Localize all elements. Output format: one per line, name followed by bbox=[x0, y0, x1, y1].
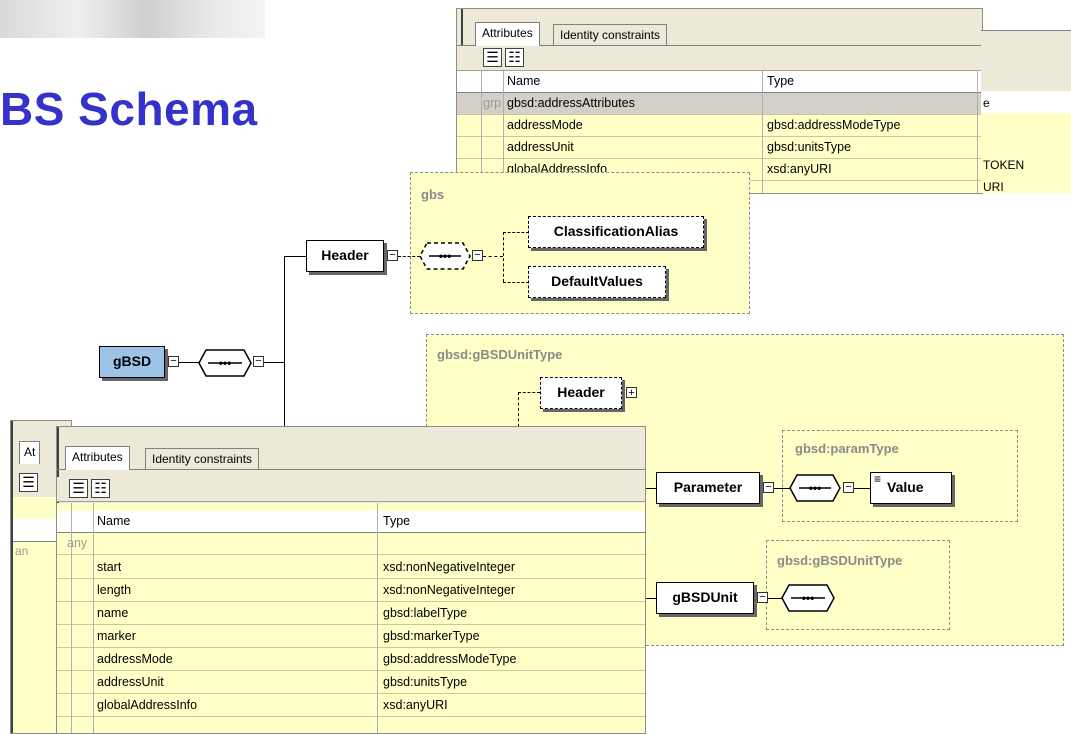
group-row[interactable]: grp gbsd:addressAttributes bbox=[457, 93, 982, 115]
table-row[interactable]: marker gbsd:markerType bbox=[57, 626, 645, 648]
defaultvalues-element[interactable]: DefaultValues bbox=[528, 266, 666, 298]
table-row[interactable]: addressUnit gbsd:unitsType bbox=[57, 672, 645, 694]
attribute-type: gbsd:addressModeType bbox=[767, 118, 901, 132]
root-element-gbsd[interactable]: gBSD bbox=[99, 346, 165, 378]
any-label: any bbox=[67, 536, 88, 550]
append-attribute-icon[interactable]: ☰ bbox=[483, 48, 502, 67]
attribute-name: name bbox=[97, 606, 129, 620]
bottom-attributes-grid: Name Type any start xsd:nonNegativeInteg… bbox=[57, 503, 645, 733]
column-header-type: Type bbox=[767, 74, 795, 88]
attribute-type: gbsd:markerType bbox=[383, 629, 480, 643]
header-element[interactable]: Header bbox=[306, 240, 384, 272]
attribute-name: addressMode bbox=[97, 652, 173, 666]
behind-fragment: URI bbox=[983, 180, 1004, 194]
collapse-icon[interactable]: − bbox=[387, 250, 398, 261]
attribute-type: xsd:nonNegativeInteger bbox=[383, 583, 516, 597]
tab-attributes[interactable]: Attributes bbox=[475, 22, 540, 46]
value-element[interactable]: ≡ Value bbox=[870, 472, 952, 504]
top-attributes-window: Attributes Identity constraints ☰ ☷ Name… bbox=[456, 8, 983, 194]
behind-fragment: TOKEN bbox=[983, 158, 1025, 172]
group-prefix: grp bbox=[483, 96, 502, 110]
behind-tab: At bbox=[19, 441, 41, 464]
sequence-dots: ••• bbox=[219, 356, 232, 370]
behind-fragment: e bbox=[983, 96, 990, 110]
unit-header-element[interactable]: Header bbox=[540, 377, 622, 409]
attribute-name: marker bbox=[97, 629, 136, 643]
collapse-icon[interactable]: − bbox=[472, 250, 483, 261]
table-row[interactable]: start xsd:nonNegativeInteger bbox=[57, 557, 645, 579]
attribute-name: addressMode bbox=[507, 118, 583, 132]
unit-panel-label: gbsd:gBSDUnitType bbox=[437, 347, 563, 362]
sequence-dots: ••• bbox=[439, 249, 452, 263]
tab-identity-constraints[interactable]: Identity constraints bbox=[553, 24, 668, 45]
insert-attribute-icon[interactable]: ☷ bbox=[91, 479, 110, 498]
top-toolbar: ☰ ☷ bbox=[457, 46, 982, 71]
sequence-compositor-icon: ••• bbox=[419, 242, 471, 270]
behind-any-prefix: an bbox=[15, 544, 29, 558]
header-panel-label: gbs bbox=[421, 187, 445, 202]
parameter-element[interactable]: Parameter bbox=[656, 472, 760, 504]
attribute-name: addressUnit bbox=[97, 675, 164, 689]
attribute-name: start bbox=[97, 560, 122, 574]
sequence-compositor-icon: ••• bbox=[789, 474, 841, 502]
attribute-name: globalAddressInfo bbox=[97, 698, 198, 712]
table-row[interactable]: name gbsd:labelType bbox=[57, 603, 645, 625]
collapse-icon[interactable]: − bbox=[763, 482, 774, 493]
any-row[interactable]: any bbox=[57, 533, 645, 555]
attribute-type: gbsd:labelType bbox=[383, 606, 468, 620]
column-header-type: Type bbox=[383, 514, 411, 528]
top-tabbar: Attributes Identity constraints bbox=[457, 21, 982, 46]
gbsdunit-panel-label: gbsd:gBSDUnitType bbox=[777, 553, 903, 568]
table-row[interactable]: addressMode gbsd:addressModeType bbox=[57, 649, 645, 671]
table-row[interactable]: addressUnit gbsd:unitsType bbox=[457, 137, 982, 159]
behind-toolbar-icon: ☰ bbox=[19, 473, 38, 492]
column-header-name: Name bbox=[97, 514, 131, 528]
insert-attribute-icon[interactable]: ☷ bbox=[505, 48, 524, 67]
tab-identity-constraints[interactable]: Identity constraints bbox=[145, 448, 260, 469]
append-attribute-icon[interactable]: ☰ bbox=[69, 479, 88, 498]
table-row[interactable]: globalAddressInfo xsd:anyURI bbox=[57, 695, 645, 717]
attribute-type: gbsd:addressModeType bbox=[383, 652, 517, 666]
param-panel-label: gbsd:paramType bbox=[795, 441, 899, 456]
grid-header-row: Name Type bbox=[57, 511, 645, 533]
sequence-dots: ••• bbox=[802, 591, 815, 605]
slide-title: BS Schema bbox=[0, 83, 258, 135]
sequence-dots: ••• bbox=[809, 481, 822, 495]
collapse-icon[interactable]: − bbox=[168, 356, 179, 367]
bottom-attributes-window: Attributes Identity constraints ☰ ☷ Name… bbox=[56, 426, 646, 734]
expand-icon[interactable]: + bbox=[626, 387, 637, 399]
sequence-compositor-icon: ••• bbox=[781, 584, 835, 612]
bottom-tabbar: Attributes Identity constraints bbox=[57, 445, 645, 470]
header-photo-strip bbox=[0, 0, 265, 38]
attribute-type: xsd:nonNegativeInteger bbox=[383, 560, 516, 574]
bottom-toolbar: ☰ ☷ bbox=[57, 477, 645, 502]
tab-attributes[interactable]: Attributes bbox=[65, 446, 130, 470]
text-content-icon: ≡ bbox=[874, 472, 882, 486]
attribute-type: gbsd:unitsType bbox=[383, 675, 468, 689]
column-header-name: Name bbox=[507, 74, 541, 88]
gbsdunit-element[interactable]: gBSDUnit bbox=[656, 582, 754, 614]
classificationalias-element[interactable]: ClassificationAlias bbox=[528, 216, 704, 248]
sequence-compositor-icon: ••• bbox=[198, 349, 252, 377]
group-name: gbsd:addressAttributes bbox=[507, 96, 635, 110]
behind-window-edge: e TOKEN URI bbox=[981, 30, 1071, 194]
attribute-name: addressUnit bbox=[507, 140, 574, 154]
table-row[interactable]: addressMode gbsd:addressModeType bbox=[457, 115, 982, 137]
collapse-icon[interactable]: − bbox=[843, 482, 854, 493]
collapse-icon[interactable]: − bbox=[757, 592, 768, 603]
attribute-type: xsd:anyURI bbox=[383, 698, 448, 712]
value-label: Value bbox=[887, 479, 924, 495]
collapse-icon[interactable]: − bbox=[253, 356, 264, 367]
grid-header-row: Name Type bbox=[457, 71, 982, 93]
attribute-name: length bbox=[97, 583, 132, 597]
table-row[interactable]: length xsd:nonNegativeInteger bbox=[57, 580, 645, 602]
attribute-type: gbsd:unitsType bbox=[767, 140, 852, 154]
attribute-type: xsd:anyURI bbox=[767, 162, 832, 176]
